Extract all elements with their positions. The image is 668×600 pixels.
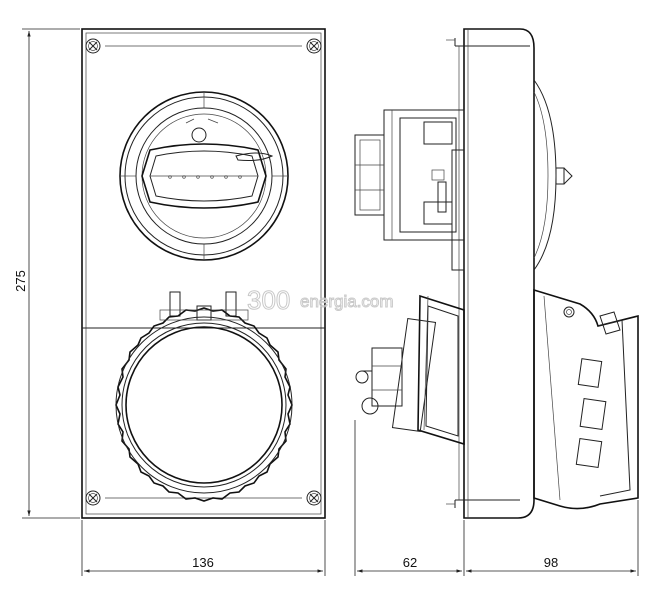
side-back-depth-dimension-label: 62 [403,555,417,570]
dimension-lines [22,28,639,576]
side-view [354,28,639,519]
socket-front [115,291,293,502]
socket-side [355,288,639,510]
screw-icon [306,490,322,506]
front-body-outline [81,28,326,519]
side-front-depth-dimension-label: 98 [544,555,558,570]
screw-icon [306,38,322,54]
front-width-dimension-label: 136 [192,555,214,570]
side-body-outline [463,28,535,519]
screw-icon [85,490,101,506]
height-dimension-label: 275 [13,270,28,292]
watermark-text: energia.com [300,292,394,311]
front-view [81,28,326,519]
watermark-number: 300 [247,285,290,315]
rotary-switch [119,91,289,261]
screw-icon [563,306,575,318]
switch-module-side [354,109,465,271]
screw-icon [85,38,101,54]
switch-handle [141,143,267,209]
